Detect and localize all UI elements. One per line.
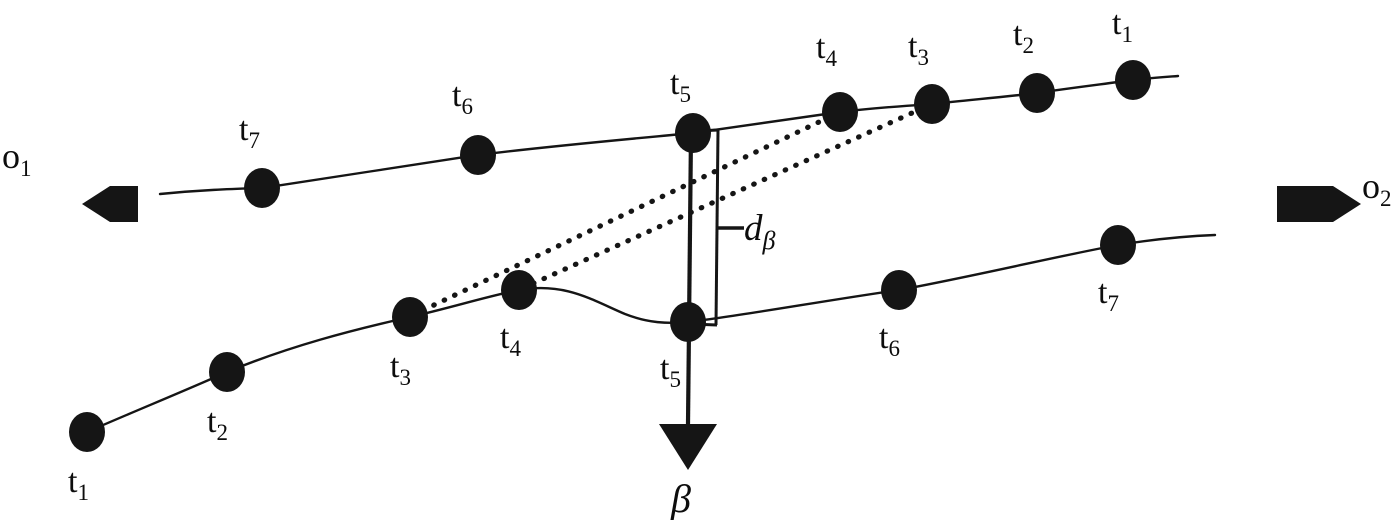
node-lower-t5 [670,302,706,342]
node-label-lower-t3: t3 [390,348,411,390]
upper-trajectory-labels: t7 t6 t5 t4 t3 t2 t1 [239,5,1133,153]
node-label-lower-t4: t4 [500,319,521,361]
node-label-lower-t5: t5 [660,350,681,392]
node-upper-t7 [244,168,280,208]
node-label-upper-t1: t1 [1112,5,1133,47]
node-label-upper-t7: t7 [239,111,260,153]
node-label-upper-t3: t3 [908,28,929,70]
node-lower-t4 [501,270,537,310]
observer-right-label: o2 [1362,166,1392,211]
right-arrow-icon [1277,186,1361,222]
node-upper-t3 [914,84,950,124]
node-upper-t4 [822,92,858,132]
node-label-upper-t4: t4 [816,29,837,71]
node-upper-t1 [1115,60,1151,100]
node-label-lower-t7: t7 [1098,274,1119,316]
left-arrow-icon [82,186,138,222]
dotted-link-lower-t3-to-upper-t4 [410,109,843,318]
node-label-upper-t2: t2 [1013,16,1034,58]
dotted-link-lower-t4-to-upper-t3 [520,101,935,291]
node-lower-t1 [69,412,105,452]
node-label-lower-t1: t1 [68,463,89,505]
down-arrow-icon [659,424,717,470]
node-label-lower-t6: t6 [879,319,900,361]
node-label-lower-t2: t2 [207,403,228,445]
beta-axis-label: β [670,476,691,520]
node-upper-t6 [460,135,496,175]
lower-trajectory-labels: t1 t2 t3 t4 t5 t6 t7 [68,274,1119,505]
d-beta-label: dβ [744,208,776,255]
node-label-upper-t5: t5 [670,65,691,107]
lower-trajectory-curve [85,233,1217,434]
lower-trajectory-nodes [69,225,1136,452]
node-lower-t7 [1100,225,1136,265]
node-lower-t3 [392,297,428,337]
node-label-upper-t6: t6 [452,77,473,119]
node-lower-t2 [209,352,245,392]
beta-axis-line [685,132,694,425]
upper-trajectory-nodes [244,60,1151,208]
observer-left-label: o1 [2,136,32,181]
node-lower-t6 [881,270,917,310]
node-upper-t2 [1019,73,1055,113]
upper-trajectory-curve [158,74,1180,196]
node-upper-t5 [675,113,711,153]
